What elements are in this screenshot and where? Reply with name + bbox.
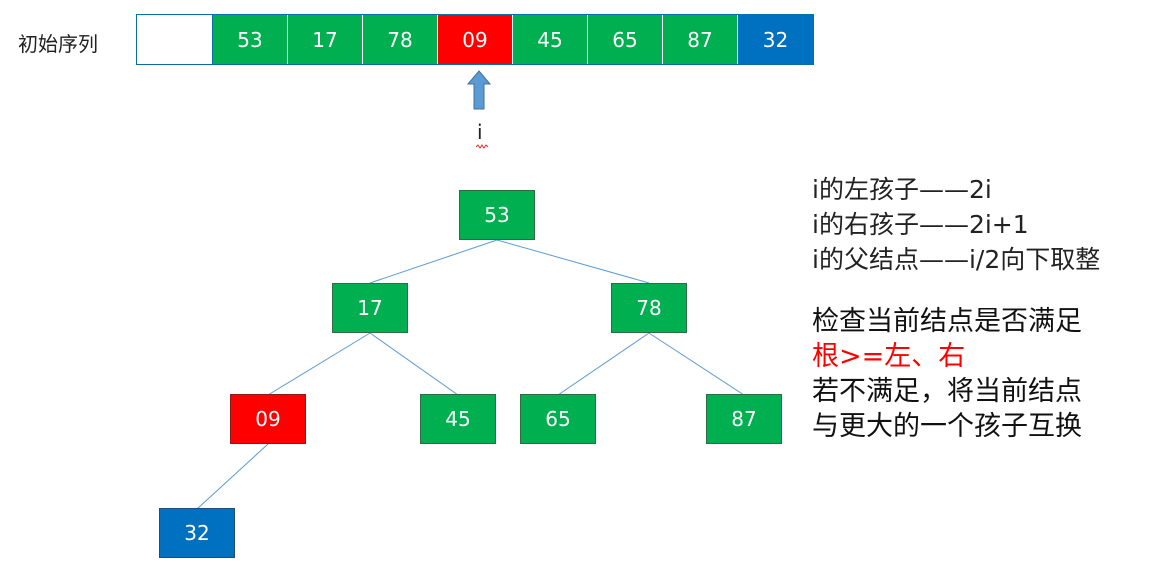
left-child-formula: i的左孩子——2i <box>812 175 992 204</box>
array-cell-2: 17 <box>288 15 363 64</box>
sequence-label: 初始序列 <box>18 32 98 56</box>
tree-node-32: 32 <box>159 508 235 558</box>
edge-78-87 <box>648 332 745 396</box>
right-child-formula: i的右孩子——2i+1 <box>812 210 1029 239</box>
spellcheck-squiggle-icon <box>476 144 488 149</box>
edge-17-09 <box>267 332 371 396</box>
edge-53-17 <box>369 239 498 284</box>
edge-53-78 <box>496 239 650 284</box>
heap-rule: 检查当前结点是否满足 根>=左、右 若不满足，将当前结点 与更大的一个孩子互换 <box>812 304 1082 444</box>
edge-78-65 <box>557 332 650 396</box>
array-cell-0 <box>137 15 213 64</box>
tree-node-17: 17 <box>332 283 408 333</box>
index-formulas: i的左孩子——2i i的右孩子——2i+1 i的父结点——i/2向下取整 <box>812 172 1100 277</box>
array-cell-4: 09 <box>438 15 513 64</box>
array-cell-7: 87 <box>663 15 738 64</box>
parent-formula: i的父结点——i/2向下取整 <box>812 245 1101 274</box>
rule-line-3: 若不满足，将当前结点 <box>812 376 1082 407</box>
tree-node-65: 65 <box>520 394 596 444</box>
array-cell-6: 65 <box>588 15 663 64</box>
rule-line-4: 与更大的一个孩子互换 <box>812 411 1082 442</box>
sequence-array: 53 17 78 09 45 65 87 32 <box>136 14 814 65</box>
tree-node-78: 78 <box>611 283 687 333</box>
rule-line-1: 检查当前结点是否满足 <box>812 306 1082 337</box>
tree-node-45: 45 <box>420 394 496 444</box>
pointer-label: i <box>477 120 483 144</box>
tree-node-09: 09 <box>230 394 306 444</box>
array-cell-5: 45 <box>513 15 588 64</box>
array-cell-8: 32 <box>738 15 813 64</box>
tree-node-53: 53 <box>459 190 535 240</box>
array-cell-1: 53 <box>213 15 288 64</box>
array-cell-3: 78 <box>363 15 438 64</box>
rule-line-2: 根>=左、右 <box>812 341 966 372</box>
tree-node-87: 87 <box>706 394 782 444</box>
edge-17-45 <box>369 332 459 396</box>
up-arrow-icon <box>467 70 491 110</box>
edge-09-32 <box>196 443 269 510</box>
